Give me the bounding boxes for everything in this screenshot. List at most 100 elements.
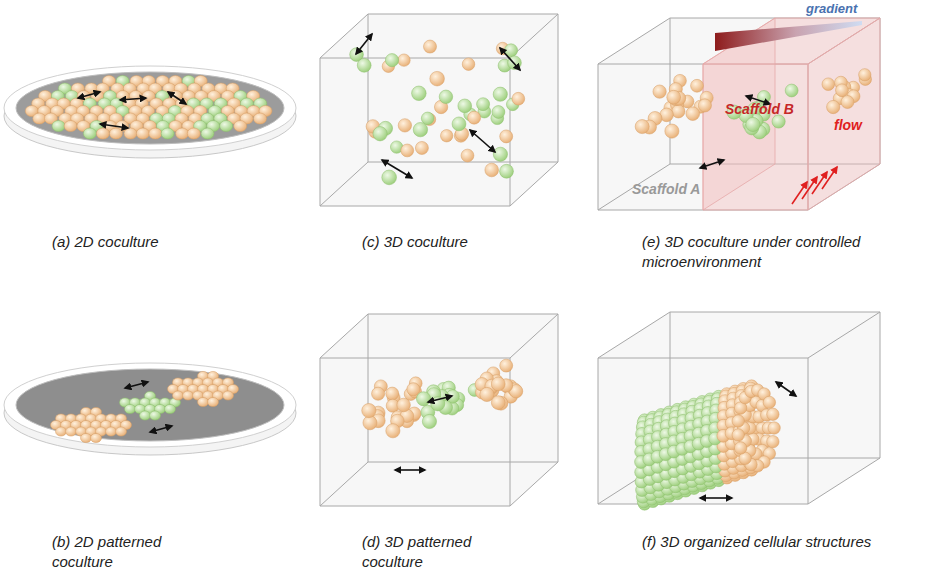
panel-caption: (d) 3D patterned coculture	[362, 532, 512, 571]
orange-cell	[653, 85, 666, 98]
orange-cell	[91, 433, 102, 442]
box-edge	[598, 18, 670, 64]
panel-2d-patterned	[4, 363, 296, 455]
box-edge	[320, 358, 321, 506]
box-volume	[598, 18, 880, 210]
orange-cell	[362, 403, 376, 417]
box-volume	[320, 314, 558, 506]
interaction-arrow	[500, 48, 520, 70]
orange-cell	[66, 427, 77, 436]
orange-cell	[440, 130, 452, 142]
orange-cell	[491, 377, 505, 391]
panel-2d-coculture	[4, 66, 296, 158]
box-edge	[598, 312, 670, 358]
interaction-arrow	[382, 160, 412, 178]
box-edge	[808, 312, 880, 358]
interaction-arrow	[78, 92, 100, 98]
orange-cell	[461, 149, 474, 162]
interaction-arrow	[125, 382, 148, 388]
green-cell	[385, 54, 398, 67]
orange-cell	[512, 92, 525, 105]
orange-cell	[136, 128, 149, 139]
green-cell	[150, 411, 161, 420]
orange-cell	[768, 422, 780, 434]
orange-cell	[468, 111, 481, 124]
box-edge	[320, 462, 368, 506]
interaction-arrow	[428, 396, 452, 402]
orange-cell	[173, 391, 184, 400]
green-cell	[500, 164, 514, 178]
green-cell	[477, 98, 490, 111]
orange-cell	[672, 105, 685, 118]
box-edge	[320, 358, 510, 359]
box-edge	[320, 506, 510, 507]
orange-cell	[386, 424, 400, 438]
flow-arrow	[792, 182, 807, 204]
dish-base	[16, 369, 284, 441]
orange-cell	[732, 429, 744, 441]
interaction-arrow	[395, 469, 425, 471]
green-cell	[493, 147, 507, 161]
orange-cell	[462, 58, 475, 71]
box-edge	[320, 162, 368, 206]
orange-cell	[116, 427, 127, 436]
panel-3d-coculture	[320, 14, 558, 206]
orange-cell	[64, 121, 77, 132]
orange-cell	[859, 69, 871, 81]
box-edge	[368, 14, 369, 162]
dish-top	[4, 363, 296, 447]
green-cell	[492, 106, 505, 119]
interaction-arrow	[700, 160, 724, 168]
orange-cell	[363, 416, 377, 430]
orange-cell	[500, 359, 513, 372]
green-cell	[452, 117, 466, 131]
orange-cell	[822, 78, 835, 91]
box-edge	[320, 58, 321, 206]
box-volume	[320, 14, 558, 206]
interaction-arrow	[168, 92, 186, 104]
orange-cell	[56, 427, 67, 436]
box-edge	[510, 314, 558, 358]
box-edge	[598, 64, 599, 210]
orange-cell	[183, 391, 194, 400]
green-cell	[83, 128, 96, 139]
green-cell	[125, 404, 136, 413]
panel-caption: (e) 3D coculture under controlled microe…	[642, 232, 897, 271]
orange-cell	[827, 100, 840, 113]
orange-cell	[767, 436, 779, 448]
interaction-arrow	[150, 426, 172, 432]
orange-cell	[763, 396, 775, 408]
green-cell	[140, 411, 151, 420]
box-edge	[368, 314, 369, 462]
green-cell	[458, 99, 472, 113]
orange-cell	[500, 130, 513, 143]
orange-cell	[176, 128, 189, 139]
box-edge	[320, 206, 510, 207]
panel-caption: (f) 3D organized cellular structures	[642, 532, 932, 552]
orange-cell	[372, 387, 385, 400]
box-edge	[808, 458, 880, 504]
box-edge	[558, 314, 559, 462]
orange-cell	[667, 90, 681, 104]
orange-cell	[397, 398, 411, 412]
orange-cell	[665, 124, 679, 138]
orange-cell	[33, 113, 46, 124]
dish-base	[16, 72, 284, 144]
green-cell	[220, 121, 233, 132]
box-edge	[510, 462, 558, 506]
interaction-arrow	[776, 382, 796, 396]
orange-cell	[698, 99, 711, 112]
flow-arrow	[812, 172, 827, 194]
orange-cell	[149, 128, 162, 139]
green-cell	[373, 127, 387, 141]
green-cell	[412, 86, 427, 101]
green-cell	[422, 414, 436, 428]
box-edge	[880, 312, 881, 458]
orange-cell	[124, 128, 137, 139]
panel-caption: (b) 2D patterned coculture	[52, 532, 202, 571]
orange-cell	[81, 433, 92, 442]
orange-cell	[398, 119, 411, 132]
orange-cell	[254, 113, 267, 124]
orange-cell	[398, 54, 410, 66]
